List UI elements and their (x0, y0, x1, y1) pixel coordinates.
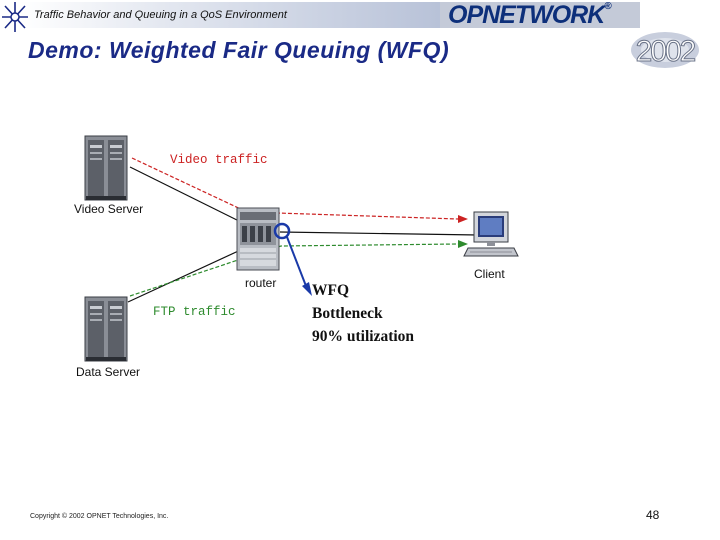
callout-line-2: Bottleneck (312, 305, 383, 322)
callout-pointer-arrow (302, 282, 312, 296)
data-server-icon (84, 296, 128, 362)
link-router-client (279, 231, 479, 236)
header-bar: Traffic Behavior and Queuing in a QoS En… (0, 0, 720, 32)
link-data-server-router (127, 246, 248, 303)
wfq-callout: WFQ Bottleneck 90% utilization (312, 279, 414, 348)
data-server-label: Data Server (76, 365, 141, 379)
wfq-port-highlight (273, 222, 291, 240)
callout-line-1: WFQ (312, 282, 350, 299)
video-flow-arrow (458, 215, 468, 223)
logo-text: OPNETWORK (448, 1, 605, 29)
slide-subject: Traffic Behavior and Queuing in a QoS En… (34, 9, 287, 21)
opnetwork-logo: OPNETWORK® (448, 1, 612, 30)
video-traffic-label: Video traffic (170, 153, 268, 167)
router-label: router (245, 276, 277, 290)
year-badge-text: 2002 (636, 35, 696, 68)
client-computer-icon (463, 211, 519, 257)
callout-line-3: 90% utilization (312, 328, 415, 345)
video-flow-path (131, 157, 459, 220)
logo-band (440, 2, 640, 28)
logo-mark: ® (604, 1, 611, 12)
video-server-icon (84, 135, 128, 201)
link-video-server-router (129, 166, 248, 226)
opnet-star-icon (2, 2, 28, 32)
page-title: Demo: Weighted Fair Queuing (WFQ) (28, 37, 450, 63)
client-label: Client (474, 267, 505, 281)
copyright-notice: Copyright © 2002 OPNET Technologies, Inc… (30, 513, 169, 520)
ftp-flow-arrow (458, 240, 468, 248)
router-icon (236, 207, 280, 271)
video-server-label: Video Server (74, 202, 144, 216)
header-gradient (20, 2, 440, 28)
page-number: 48 (646, 508, 660, 522)
year-2002-icon: 2002 (631, 32, 699, 69)
callout-pointer-line (286, 236, 307, 287)
ftp-traffic-label: FTP traffic (153, 305, 236, 319)
